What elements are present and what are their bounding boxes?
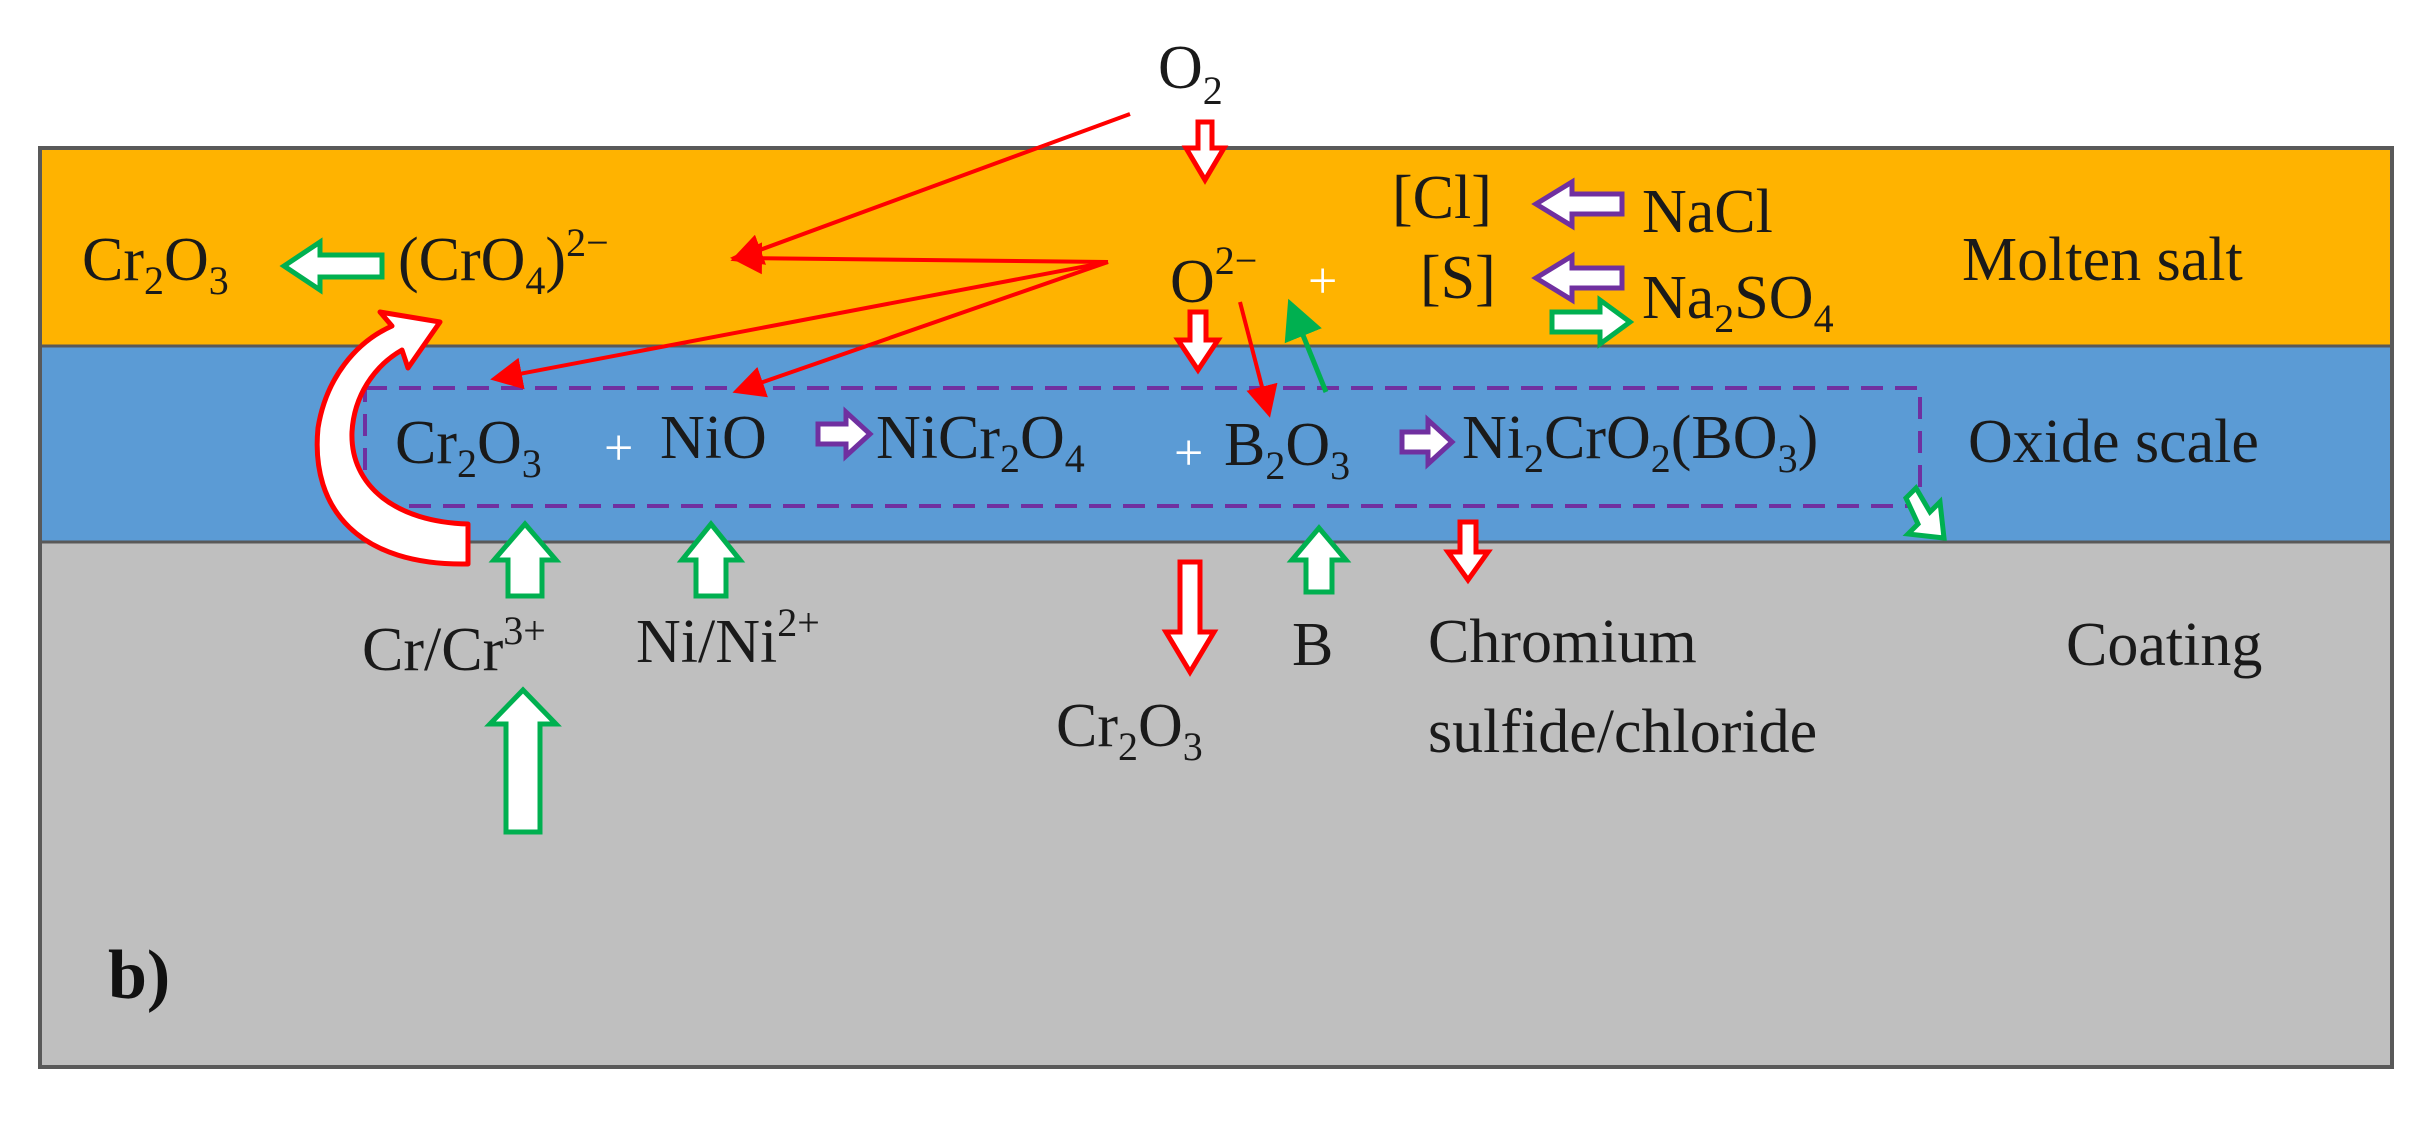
molten-salt-layer xyxy=(40,148,2392,346)
b-up-block-arrow xyxy=(1286,524,1352,595)
chromium-label-line1: Chromium xyxy=(1428,608,1697,676)
o2-label: O2 xyxy=(1158,34,1223,113)
o2ion-to-nio-arrow xyxy=(732,260,1109,398)
o2ion-to-b2o3-arrow xyxy=(1238,301,1278,418)
cr2o3-down-block-arrow xyxy=(1161,559,1219,677)
o2ion-to-cro4-arrow xyxy=(730,242,1109,275)
cl-label: [Cl] xyxy=(1392,164,1492,232)
cr-up-block-arrow-lower xyxy=(484,686,562,835)
ni-up-block-arrow xyxy=(676,520,746,599)
cr2o3-salt-label: Cr2O3 xyxy=(82,226,229,303)
corner-diagonal-block-arrow xyxy=(1902,483,1947,541)
cr2o3-coating-label: Cr2O3 xyxy=(1056,692,1203,769)
s-label: [S] xyxy=(1420,244,1496,312)
na2so4-label: Na2SO4 xyxy=(1642,264,1834,341)
purple-block-arrows xyxy=(815,177,1625,470)
chromium-down-block-arrow xyxy=(1443,519,1493,585)
b-label: B xyxy=(1292,611,1333,679)
cr-ion-label: Cr/Cr3+ xyxy=(362,608,546,684)
nio-to-nicr2o4-block-arrow xyxy=(815,406,874,462)
green-block-arrows xyxy=(279,237,1947,835)
plus-sign-1: + xyxy=(604,420,633,477)
panel-label: b) xyxy=(108,937,170,1014)
ni-ion-label: Ni/Ni2+ xyxy=(636,600,820,676)
plus-sign-salt: + xyxy=(1308,253,1337,310)
b2o3-to-product-block-arrow xyxy=(1399,414,1456,470)
reaction-zone-box xyxy=(363,386,1922,508)
o2-to-cro4-arrow xyxy=(730,112,1131,265)
chromium-label-line2: sulfide/chloride xyxy=(1428,698,1817,766)
oxide-scale-layer xyxy=(40,346,2392,542)
cro4-label: (CrO4)2− xyxy=(398,220,609,303)
nio-label: NiO xyxy=(660,404,767,472)
o2ion-to-cr2o3-arrow xyxy=(490,260,1109,390)
nacl-label: NaCl xyxy=(1642,178,1773,246)
red-block-arrows xyxy=(1161,119,1493,677)
layer-label-molten-salt: Molten salt xyxy=(1962,226,2243,294)
o2-ion-label: O2− xyxy=(1170,238,1257,316)
na2so4-right-block-arrow xyxy=(1549,295,1635,349)
oxygen-diffusion-arrows xyxy=(490,112,1278,418)
boron-outward-arrow xyxy=(1284,298,1329,393)
ni2cro2bo3-label: Ni2CrO2(BO3) xyxy=(1462,404,1818,481)
nacl-left-block-arrow xyxy=(1531,177,1625,231)
na2so4-left-block-arrow xyxy=(1531,251,1625,305)
cr2o3-left-block-arrow xyxy=(279,237,385,295)
layer-label-coating: Coating xyxy=(2066,611,2262,679)
layer-label-oxide-scale: Oxide scale xyxy=(1968,408,2259,476)
o2-down-block-arrow xyxy=(1181,119,1229,185)
o2ion-down-block-arrow xyxy=(1173,309,1223,375)
plus-sign-2: + xyxy=(1174,425,1203,482)
b2o3-label: B2O3 xyxy=(1224,411,1350,488)
nicr2o4-label: NiCr2O4 xyxy=(876,404,1085,481)
cr-up-block-arrow-upper xyxy=(488,520,562,599)
recycle-curved-arrow xyxy=(314,309,471,567)
cr2o3-scale-label: Cr2O3 xyxy=(395,409,542,486)
